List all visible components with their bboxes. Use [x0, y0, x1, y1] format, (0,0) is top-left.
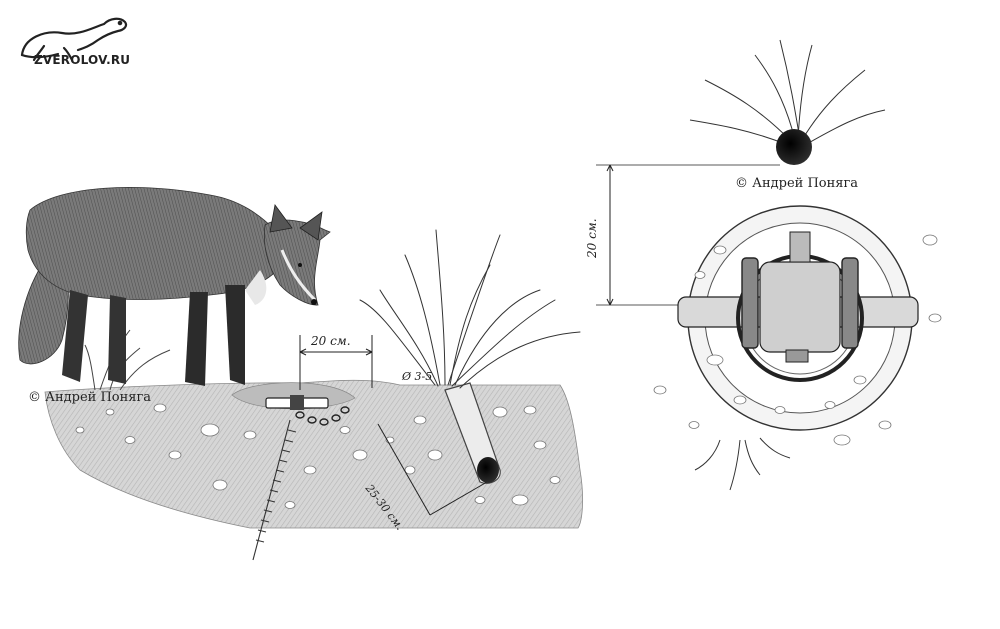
dimension-trap-to-burrow: 20 см. — [311, 334, 351, 348]
trap-chain — [295, 406, 350, 426]
grass-tuft-top — [689, 39, 886, 146]
ferret-icon — [20, 17, 128, 62]
trap-side-view — [265, 395, 329, 410]
copyright-right: © Андрей Поняга — [735, 176, 859, 191]
site-logo-text[interactable]: ZVEROLOV.RU — [34, 53, 131, 67]
soil-cross-section — [44, 379, 584, 561]
grass-tuft-left — [84, 329, 171, 391]
dimension-plan-distance: 20 см. — [585, 218, 599, 258]
grass-tuft-side — [359, 229, 581, 389]
burrow-plan-view — [596, 39, 942, 491]
dimension-burrow-diameter: Ø 3-5 — [402, 370, 433, 383]
anchor-screw — [252, 419, 297, 561]
copyright-left: © Андрей Поняга — [28, 390, 152, 405]
dimension-lines-side — [299, 335, 488, 516]
fox-illustration — [18, 187, 331, 386]
